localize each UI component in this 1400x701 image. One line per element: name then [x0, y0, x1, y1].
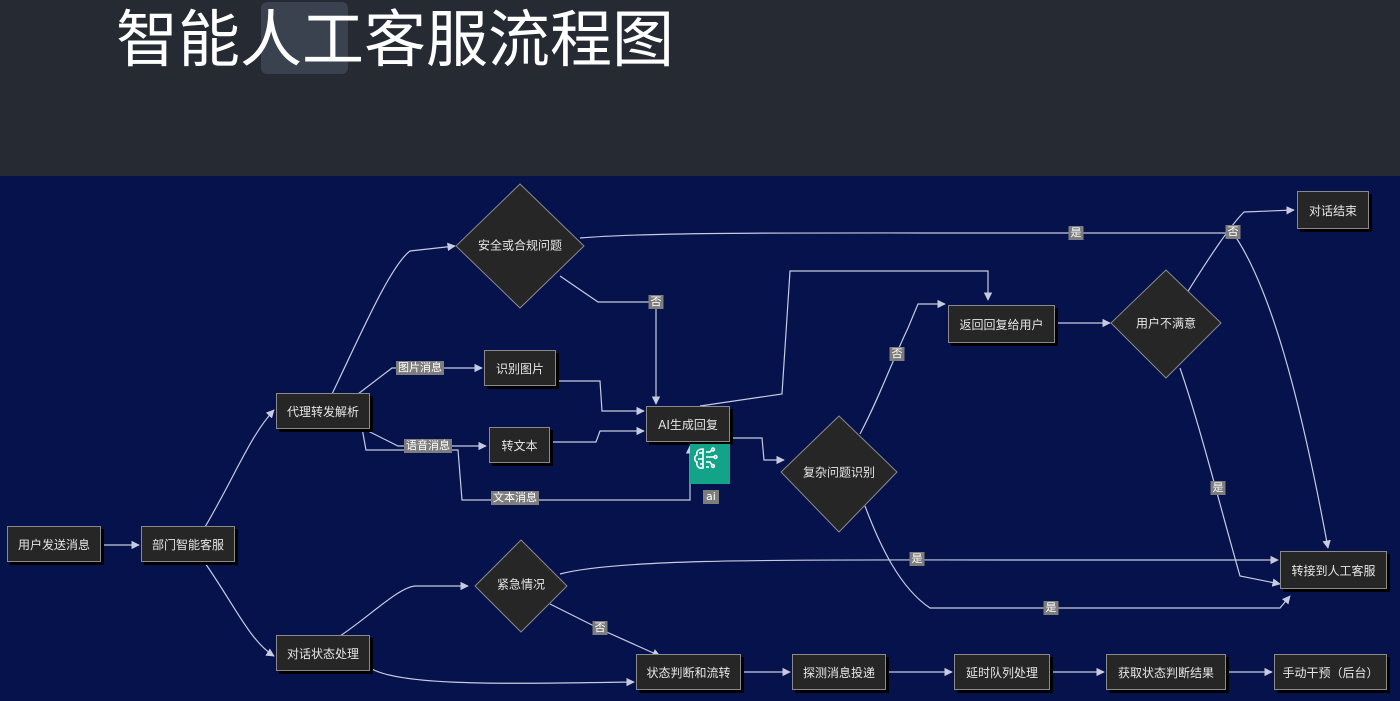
node-manual-intervention: 手动干预（后台） [1274, 654, 1387, 690]
edge-unsat-to-end [1184, 206, 1295, 297]
node-return-reply: 返回回复给用户 [948, 305, 1055, 343]
node-dialog-end: 对话结束 [1297, 191, 1369, 229]
edge-label-image-msg: 图片消息 [396, 361, 444, 375]
edge-dialog-to-urgent [339, 581, 469, 637]
ai-icon-caption: ai [703, 490, 719, 504]
edge-ai-to-return [699, 270, 993, 407]
safety-diamond [455, 183, 585, 309]
edge-label-text-msg: 文本消息 [491, 491, 539, 505]
edge-label-urgent-yes: 是 [909, 552, 925, 566]
edge-label-urgent-no: 否 [592, 621, 608, 635]
edge-safety-to-transfer [579, 232, 1331, 549]
edge-dialog-to-state [369, 667, 635, 687]
edge-proxy-to-image [357, 363, 483, 395]
edge-dept-to-dialog [204, 562, 275, 657]
node-get-state-result: 获取状态判断结果 [1106, 654, 1226, 690]
node-dialog-state: 对话状态处理 [276, 635, 370, 671]
edge-label-safety-no: 否 [648, 295, 664, 309]
page-title: 智能人工客服流程图 [116, 3, 675, 76]
edge-proxy-to-totext [361, 427, 487, 451]
node-user-send: 用户发送消息 [7, 526, 101, 562]
header-band: 智能人工客服流程图 [0, 0, 1400, 176]
edge-urgent-to-transfer [559, 555, 1279, 575]
node-dept-ai: 部门智能客服 [141, 526, 235, 562]
complex-diamond [780, 415, 898, 533]
edge-safety-to-ai [559, 275, 661, 405]
node-delay-queue: 延时队列处理 [954, 654, 1050, 690]
node-recognize-image: 识别图片 [484, 350, 556, 386]
edge-label-voice-msg: 语音消息 [404, 439, 452, 453]
edge-complex-to-transfer [864, 505, 1291, 609]
edge-complex-to-return [859, 299, 946, 435]
flowchart-edges [101, 183, 1331, 687]
edge-image-to-ai [555, 380, 645, 416]
urgent-diamond [474, 539, 568, 633]
node-state-judge: 状态判断和流转 [636, 654, 741, 690]
unsat-diamond [1110, 269, 1222, 379]
edge-dept-to-proxy [204, 409, 275, 528]
edge-label-complex-yes: 是 [1043, 601, 1059, 615]
node-transfer-human: 转接到人工客服 [1280, 551, 1387, 589]
node-to-text: 转文本 [489, 427, 550, 463]
edge-totext-to-ai [549, 426, 645, 443]
edge-unsat-to-transfer [1179, 367, 1281, 587]
edge-ai-to-complex [730, 437, 785, 465]
text-selection-highlight [261, 2, 348, 74]
edge-label-unsat-yes: 是 [1210, 481, 1226, 495]
edge-label-complex-no: 否 [889, 347, 905, 361]
node-probe-delivery: 探测消息投递 [792, 654, 886, 690]
edge-label-safety-yes: 是 [1068, 226, 1084, 240]
flowchart-canvas: 安全或合规问题 复杂问题识别 用户不满意 紧急情况 用户发送消息 部门智能客服 … [0, 176, 1400, 701]
edge-proxy-to-safety [331, 242, 456, 395]
edge-label-unsat-no: 否 [1225, 225, 1241, 239]
node-ai-reply: AI生成回复 [646, 406, 730, 442]
ai-brain-icon [690, 444, 730, 484]
node-proxy-parse: 代理转发解析 [276, 393, 370, 429]
edge-proxy-to-ai-text [361, 427, 695, 501]
